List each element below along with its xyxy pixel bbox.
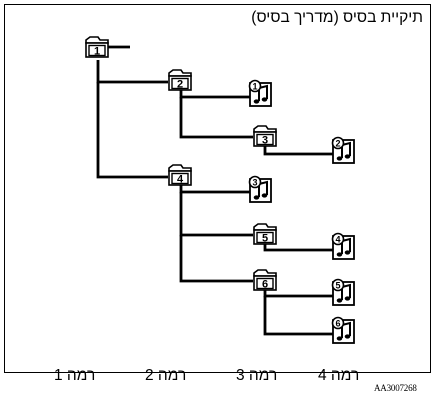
- folder-4-label: 4: [177, 174, 184, 186]
- folder-5: 5: [253, 223, 277, 245]
- track-4: 4: [331, 232, 355, 260]
- level-3-label: רמה 3: [236, 367, 278, 384]
- diagram-title: תיקיית בסיס (מדריך בסיס): [251, 9, 423, 26]
- folder-3-label: 3: [262, 135, 268, 147]
- track-6-label: 6: [335, 319, 340, 329]
- track-1-label: 1: [252, 82, 257, 92]
- track-2-label: 2: [335, 139, 340, 149]
- folder-6: 6: [253, 269, 277, 291]
- track-1: 1: [248, 79, 272, 107]
- track-5: 5: [331, 278, 355, 306]
- tree-connectors: [96, 45, 334, 336]
- folder-1: 1: [85, 36, 109, 58]
- folder-6-label: 6: [262, 279, 268, 291]
- folder-3: 3: [253, 125, 277, 147]
- folder-4: 4: [168, 164, 192, 186]
- track-4-label: 4: [335, 235, 340, 245]
- level-4-label: רמה 4: [318, 367, 360, 384]
- folder-5-label: 5: [262, 233, 268, 245]
- track-3-label: 3: [252, 178, 257, 188]
- folder-1-label: 1: [94, 46, 100, 58]
- track-3: 3: [248, 175, 272, 203]
- level-1-label: רמה 1: [54, 367, 96, 384]
- figure-code: AA3007268: [374, 383, 417, 393]
- folder-2: 2: [168, 69, 192, 91]
- level-2-label: רמה 2: [145, 367, 187, 384]
- track-6: 6: [331, 316, 355, 344]
- diagram-frame: [4, 4, 431, 373]
- folder-2-label: 2: [177, 79, 183, 91]
- track-5-label: 5: [335, 281, 340, 291]
- track-2: 2: [331, 136, 355, 164]
